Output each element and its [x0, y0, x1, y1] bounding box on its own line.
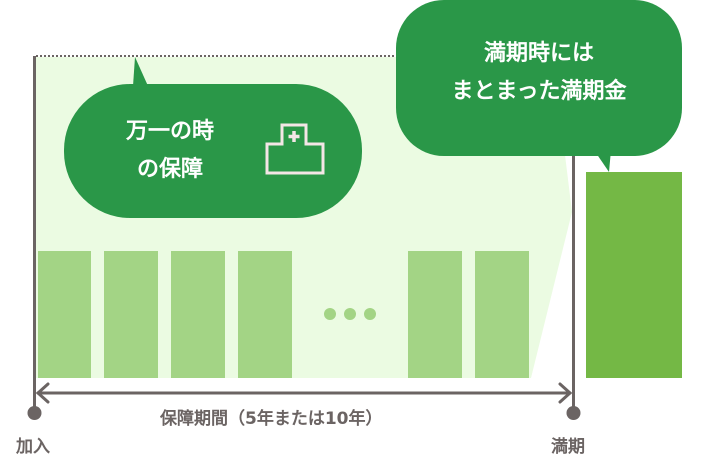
end-label: 満期	[551, 437, 585, 457]
ellipsis-dots	[324, 308, 376, 320]
period-arrow	[35, 382, 573, 404]
bubble-right-line-2: まとまった満期金	[451, 79, 627, 104]
period-label: 保障期間（5年または10年）	[160, 409, 383, 429]
hospital-icon	[265, 123, 325, 175]
start-label: 加入	[16, 437, 50, 457]
premium-bars	[38, 251, 529, 378]
plus-icon	[288, 131, 300, 142]
bubble-left-text: 万一の時 の保障	[100, 113, 240, 189]
bubble-left-line-2: の保障	[136, 157, 203, 182]
bubble-right-line-1: 満期時には	[483, 41, 594, 66]
bubble-right	[396, 0, 682, 172]
bubble-left	[64, 57, 362, 218]
start-dot	[27, 406, 42, 420]
maturity-payout-block	[586, 172, 682, 378]
bubble-left-line-1: 万一の時	[125, 119, 214, 144]
end-dot	[566, 406, 581, 420]
bubble-right-text: 満期時には まとまった満期金	[410, 35, 668, 111]
